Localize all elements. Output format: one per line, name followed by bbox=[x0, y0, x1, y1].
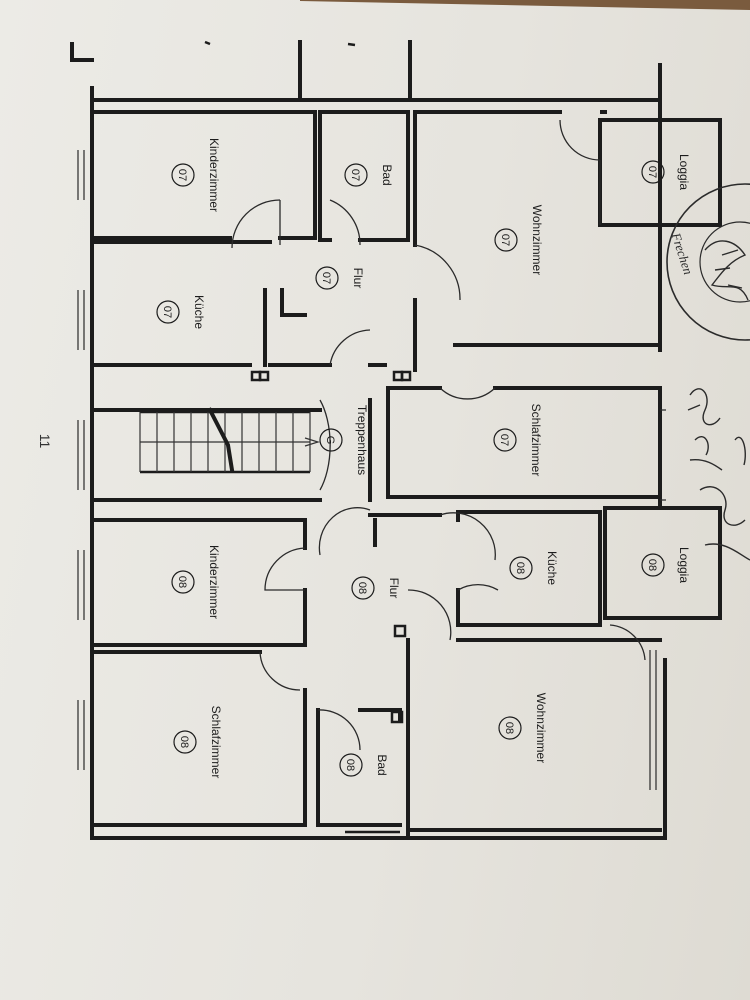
room-schlafzimmer-07: Schlafzimmer 07 bbox=[493, 404, 543, 477]
room-bad-07: Bad 07 bbox=[344, 163, 394, 187]
outer-walls bbox=[90, 40, 667, 840]
official-stamp: Frechen bbox=[666, 183, 750, 341]
unit-number: 08 bbox=[176, 576, 188, 588]
unit-number: 07 bbox=[349, 169, 361, 181]
room-label: Schlafzimmer bbox=[209, 706, 223, 779]
room-label: Bad bbox=[375, 754, 389, 775]
room-label: Wohnzimmer bbox=[534, 693, 548, 763]
corner-mark bbox=[70, 42, 94, 62]
room-wohnzimmer-07: Wohnzimmer 07 bbox=[494, 205, 544, 275]
unit-number: 08 bbox=[344, 759, 356, 771]
unit-number: 07 bbox=[498, 434, 510, 446]
stairwell-walls bbox=[90, 398, 372, 556]
unit-number: 07 bbox=[161, 306, 173, 318]
room-loggia-07: Loggia 07 bbox=[641, 154, 691, 190]
room-kueche-08: Küche 08 bbox=[509, 551, 559, 585]
unit-number: 07 bbox=[646, 166, 658, 178]
room-label: Kinderzimmer bbox=[207, 138, 221, 212]
unit-number: 08 bbox=[646, 559, 658, 571]
room-treppenhaus: Treppenhaus G bbox=[319, 405, 369, 475]
room-label: Flur bbox=[387, 578, 401, 599]
page-number: 11 bbox=[37, 434, 53, 449]
room-label: Loggia bbox=[677, 547, 691, 583]
unit-number: G bbox=[324, 436, 336, 445]
room-kueche-07: Küche 07 bbox=[156, 295, 206, 329]
room-label: Wohnzimmer bbox=[530, 205, 544, 275]
room-flur-07: Flur 07 bbox=[315, 266, 365, 290]
room-bad-08: Bad 08 bbox=[339, 753, 389, 777]
room-kinderzimmer-08: Kinderzimmer 08 bbox=[171, 545, 221, 619]
room-label: Küche bbox=[545, 551, 559, 585]
unit-number: 08 bbox=[178, 736, 190, 748]
unit-number: 07 bbox=[176, 169, 188, 181]
signature bbox=[687, 388, 750, 561]
page-number-text: 11 bbox=[37, 434, 53, 449]
room-label: Loggia bbox=[677, 154, 691, 190]
room-label: Kinderzimmer bbox=[207, 545, 221, 619]
unit-number: 07 bbox=[320, 272, 332, 284]
unit-number: 08 bbox=[503, 722, 515, 734]
unit-number: 07 bbox=[499, 234, 511, 246]
corner-mark bbox=[347, 42, 356, 47]
door-swings bbox=[231, 119, 646, 751]
room-flur-08: Flur 08 bbox=[351, 576, 401, 600]
unit-number: 08 bbox=[514, 562, 526, 574]
room-labels: Kinderzimmer 07 Bad 07 Wohnzimmer 07 Log… bbox=[156, 138, 691, 779]
room-label: Flur bbox=[351, 268, 365, 289]
room-label: Bad bbox=[380, 164, 394, 185]
unit-number: 08 bbox=[356, 582, 368, 594]
windows-left bbox=[77, 150, 666, 790]
corner-mark bbox=[204, 40, 211, 46]
room-kinderzimmer-07: Kinderzimmer 07 bbox=[171, 138, 221, 212]
unit-07-walls bbox=[90, 110, 722, 499]
wooden-table-edge bbox=[300, 0, 750, 10]
room-label: Schlafzimmer bbox=[529, 404, 543, 477]
room-label: Treppenhaus bbox=[355, 405, 369, 475]
unit-08-walls bbox=[90, 506, 722, 837]
room-loggia-08: Loggia 08 bbox=[641, 547, 691, 583]
room-wohnzimmer-08: Wohnzimmer 08 bbox=[498, 693, 548, 763]
room-label: Küche bbox=[192, 295, 206, 329]
stamp-text: Frechen bbox=[668, 230, 696, 276]
room-schlafzimmer-08: Schlafzimmer 08 bbox=[173, 706, 223, 779]
